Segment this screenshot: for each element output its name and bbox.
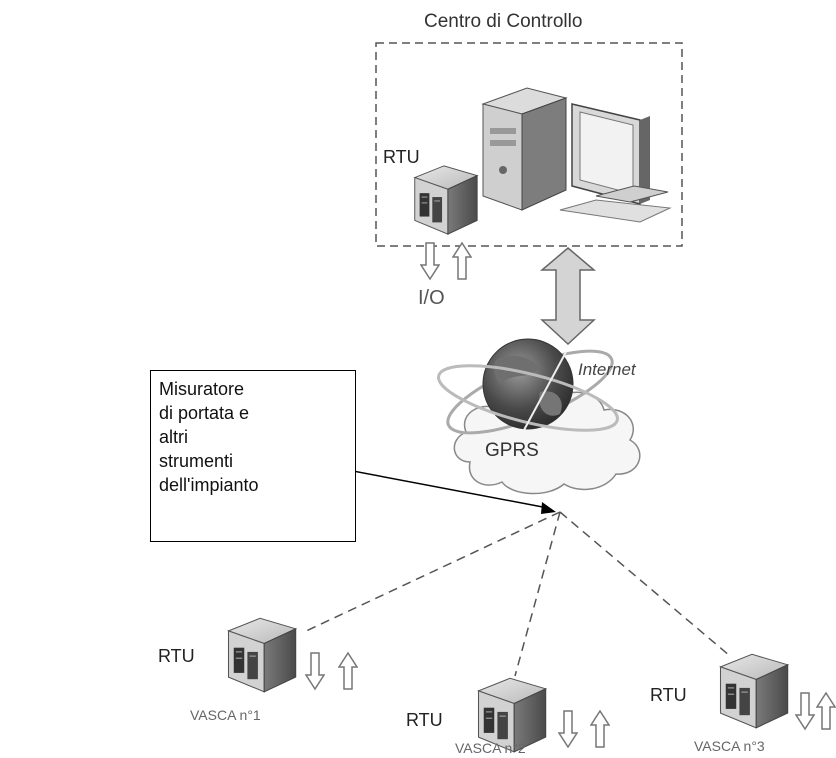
io-arrow-down-icon [420, 242, 440, 280]
station-3-rtu-label: RTU [650, 685, 687, 705]
monitor-icon [559, 103, 672, 223]
callout-line: di portata e [159, 403, 250, 423]
control-center-title: Centro di Controllo [424, 11, 583, 32]
callout-line: strumenti [159, 451, 234, 471]
station-1-rtu-icon [227, 617, 297, 693]
callout-line: Misuratore [159, 379, 245, 399]
io-arrow-up-icon [452, 242, 472, 280]
station-1-name: VASCA n°1 [190, 707, 261, 723]
gprs-label: GPRS [485, 440, 539, 461]
tower-pc-icon [481, 87, 568, 211]
station-2-rtu-label: RTU [406, 710, 443, 730]
station-2-arrow-down-icon [558, 710, 578, 748]
internet-label: Internet [578, 360, 636, 379]
station-3-arrow-down-icon [795, 692, 815, 730]
station-2-name: VASCA n°2 [455, 740, 526, 756]
station-3-arrow-up-icon [816, 692, 836, 730]
internet-globe-icon [437, 338, 619, 435]
control-rtu-label: RTU [383, 147, 420, 167]
station-3-rtu-icon [719, 653, 789, 729]
instruments-callout-box: Misuratore di portata e altri strumenti … [150, 370, 356, 542]
station-3-name: VASCA n°3 [694, 738, 765, 754]
control-rtu-icon [414, 165, 478, 235]
control-center-frame [375, 42, 683, 247]
gprs-links [303, 511, 731, 677]
callout-line: altri [159, 427, 189, 447]
station-1-arrow-up-icon [338, 652, 358, 690]
io-label: I/O [418, 287, 445, 309]
station-2-arrow-up-icon [590, 710, 610, 748]
station-1-rtu-label: RTU [158, 646, 195, 666]
station-1-arrow-down-icon [305, 652, 325, 690]
callout-line: dell'impianto [159, 475, 259, 495]
uplink-double-arrow-icon [539, 247, 597, 346]
